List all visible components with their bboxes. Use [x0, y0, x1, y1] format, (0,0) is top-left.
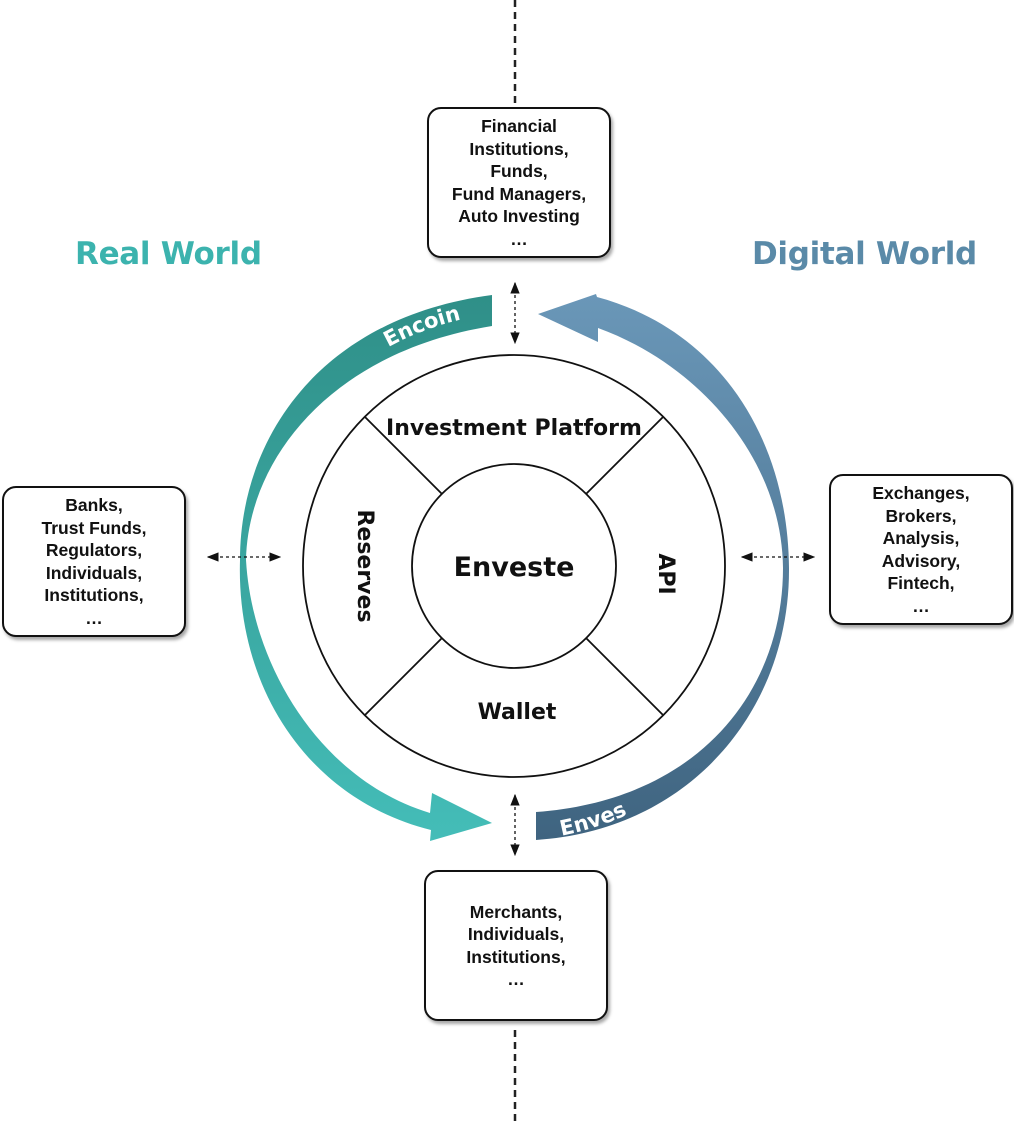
- segment-reserves: Reserves: [352, 509, 377, 622]
- box-line: Individuals,: [45, 562, 143, 583]
- box-line: …: [85, 607, 103, 628]
- box-line: Advisory,: [881, 550, 961, 571]
- box-line: Institutions,: [466, 946, 566, 967]
- separator-top-left: [364, 416, 443, 495]
- center-title: Enveste: [454, 552, 575, 583]
- box-line: Banks,: [65, 495, 123, 515]
- digital-world-label: Digital World: [752, 236, 977, 272]
- box-banks: Banks,Trust Funds,Regulators,Individuals…: [2, 486, 186, 637]
- segment-wallet: Wallet: [478, 700, 557, 725]
- box-line: …: [912, 595, 930, 616]
- box-line: Trust Funds,: [41, 517, 147, 538]
- real-world-label: Real World: [75, 236, 262, 272]
- box-line: Auto Investing: [458, 206, 580, 226]
- box-line: …: [510, 228, 528, 249]
- inner-circle: [411, 463, 617, 669]
- segment-investment-platform: Investment Platform: [386, 416, 642, 441]
- box-line: Merchants,: [469, 901, 563, 922]
- separator-bottom-left: [364, 637, 443, 716]
- box-line: Financial: [481, 116, 557, 136]
- box-line: Analysis,: [882, 528, 960, 548]
- box-line: Brokers,: [885, 505, 957, 526]
- segment-api: API: [653, 553, 678, 594]
- box-line: Exchanges,: [872, 483, 970, 503]
- box-line: Institutions,: [469, 138, 569, 159]
- separator-bottom-right: [585, 637, 664, 716]
- box-exchanges: Exchanges,Brokers,Analysis,Advisory,Fint…: [829, 474, 1013, 625]
- box-line: Institutions,: [44, 585, 144, 605]
- separator-top-right: [585, 416, 664, 495]
- box-line: Funds,: [490, 161, 548, 181]
- box-line: Individuals,: [467, 924, 565, 944]
- box-line: …: [507, 969, 525, 989]
- box-line: Regulators,: [45, 540, 143, 560]
- box-line: Fintech,: [887, 573, 955, 593]
- box-merchants: Merchants,Individuals,Institutions,…: [424, 870, 608, 1021]
- box-line: Fund Managers,: [451, 183, 587, 204]
